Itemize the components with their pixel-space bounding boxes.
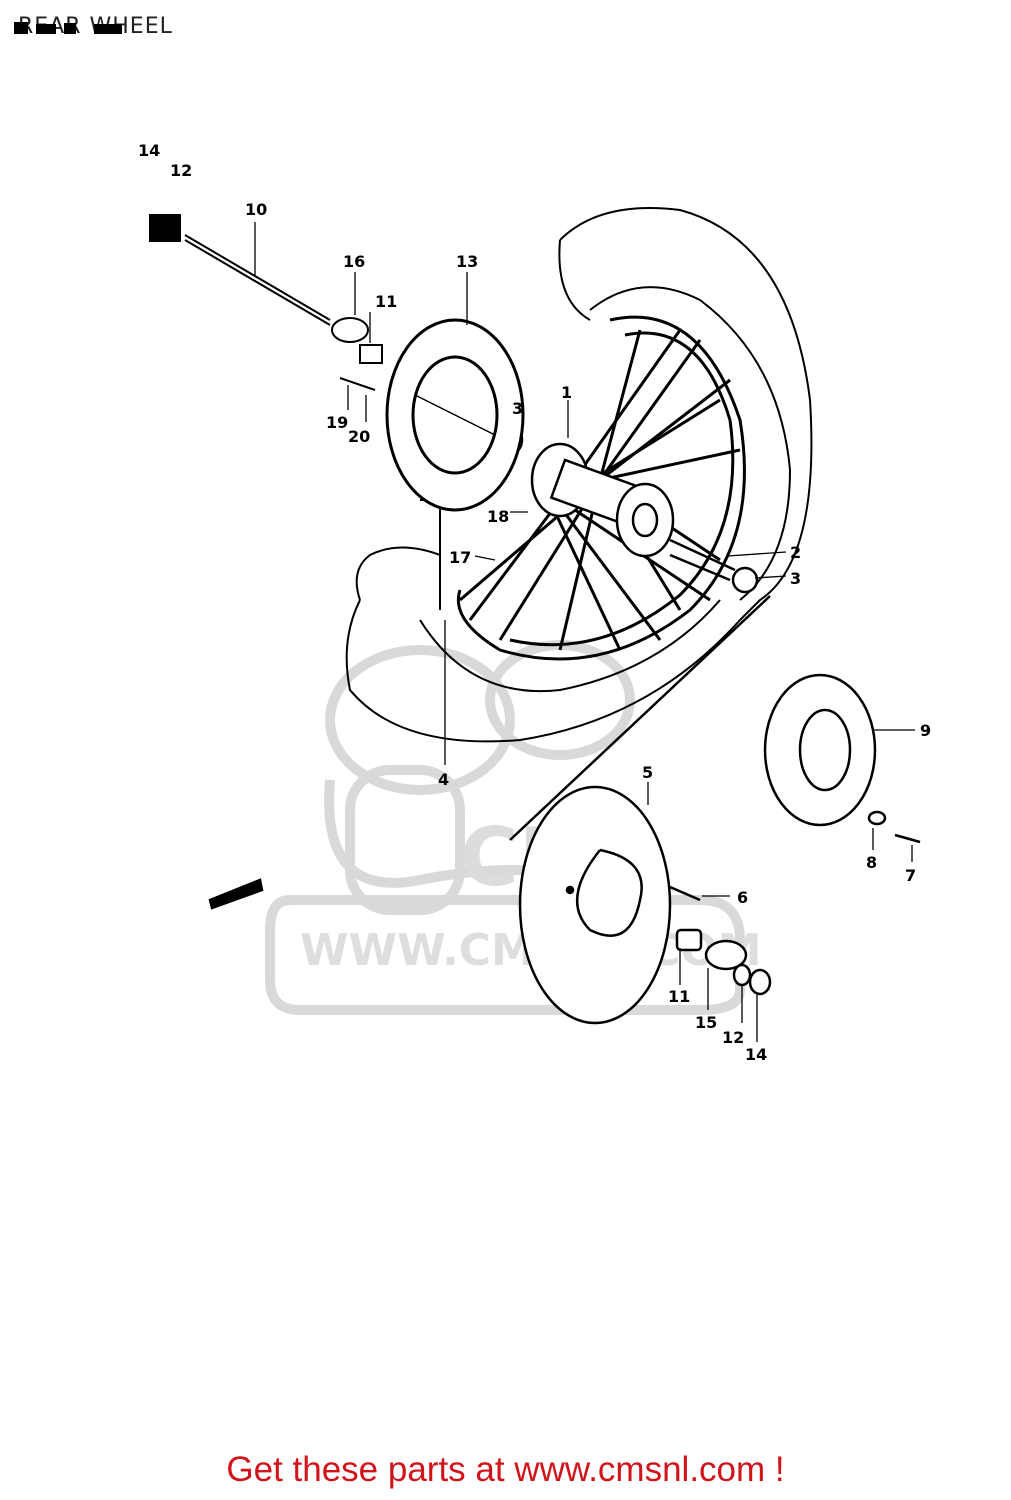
rear-tire: [345, 207, 813, 743]
footer-link-text[interactable]: Get these parts at www.cmsnl.com !: [226, 1450, 785, 1489]
sprocket: [385, 318, 525, 512]
callout-9: 9: [920, 721, 931, 740]
callout-2: 2: [790, 543, 801, 562]
brake-disc-panel: [518, 785, 672, 1025]
callout-14: 14: [138, 141, 160, 160]
callout-12-bottom: 12: [722, 1028, 744, 1047]
callout-4: 4: [438, 770, 449, 789]
callout-14-bottom: 14: [745, 1045, 767, 1064]
callout-20: 20: [348, 427, 370, 446]
callout-10: 10: [245, 200, 267, 219]
callout-11-bottom: 11: [668, 987, 690, 1006]
leader-lines: [254, 222, 915, 1042]
callout-6: 6: [737, 888, 748, 907]
callout-7: 7: [905, 866, 916, 885]
callout-8: 8: [866, 853, 877, 872]
callout-15: 15: [695, 1013, 717, 1032]
brake-rotor: [763, 673, 877, 827]
callout-18: 18: [487, 507, 509, 526]
axle-left: [149, 214, 383, 391]
callout-13: 13: [456, 252, 478, 271]
wheel-hub: [496, 424, 759, 594]
callout-19: 19: [326, 413, 348, 432]
callout-1: 1: [561, 383, 572, 402]
callout-5: 5: [642, 763, 653, 782]
callout-3-right: 3: [790, 569, 801, 588]
callout-3-top: 3: [512, 399, 523, 418]
callout-11: 11: [375, 292, 397, 311]
title-redaction-mark: [14, 22, 122, 34]
axle-right-hardware: [208, 595, 921, 996]
callout-17: 17: [449, 548, 471, 567]
callout-12: 12: [170, 161, 192, 180]
callout-16: 16: [343, 252, 365, 271]
callout-labels: 14 12 10 16 13 11 19 20 3 1 18 17 2 3 4 …: [138, 141, 931, 1064]
